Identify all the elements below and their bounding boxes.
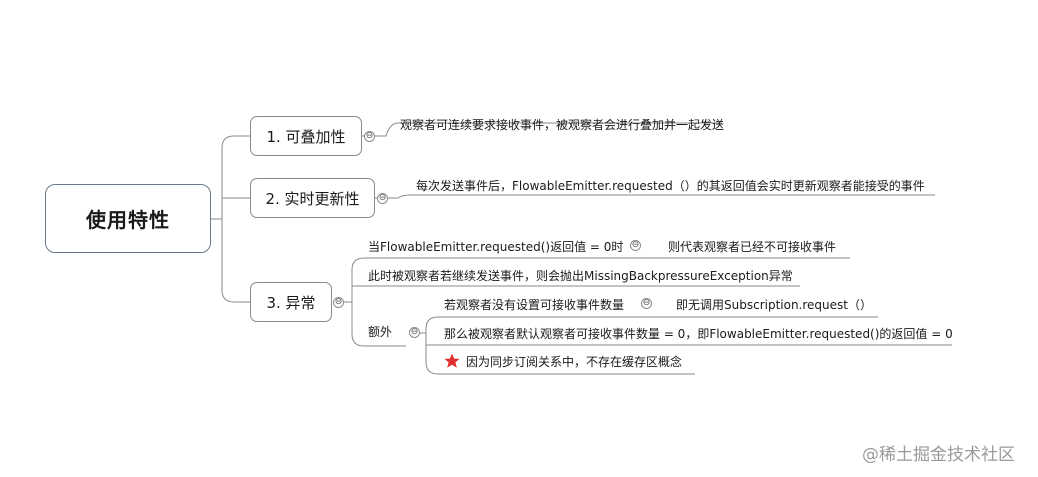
collapse-icon[interactable]: ⊖ bbox=[364, 131, 375, 142]
branch-node-additive[interactable]: 1. 可叠加性 bbox=[250, 116, 362, 156]
extra-no-buffer: 因为同步订阅关系中，不存在缓存区概念 bbox=[466, 355, 683, 369]
branch-node-exception[interactable]: 3. 异常 bbox=[250, 282, 332, 322]
extra-no-request-note: 即无调用Subscription.request（） bbox=[676, 298, 872, 312]
star-icon bbox=[444, 353, 460, 368]
collapse-icon[interactable]: ⊖ bbox=[333, 297, 344, 308]
note-additive: 观察者可连续要求接收事件，被观察者会进行叠加并一起发送 bbox=[400, 118, 725, 132]
exception-condition: 当FlowableEmitter.requested()返回值 = 0时 bbox=[368, 240, 624, 254]
exception-consequence: 此时被观察者若继续发送事件，则会抛出MissingBackpressureExc… bbox=[368, 269, 793, 283]
collapse-icon[interactable]: ⊖ bbox=[409, 327, 420, 338]
extra-no-request: 若观察者没有设置可接收事件数量 bbox=[444, 298, 625, 312]
extra-label: 额外 bbox=[368, 325, 393, 339]
collapse-icon[interactable]: ⊖ bbox=[641, 298, 652, 309]
extra-default-zero: 那么被观察者默认观察者可接收事件数量 = 0，即FlowableEmitter.… bbox=[444, 327, 953, 341]
branch-node-realtime[interactable]: 2. 实时更新性 bbox=[250, 178, 375, 218]
root-node[interactable]: 使用特性 bbox=[45, 184, 211, 253]
exception-condition-note: 则代表观察者已经不可接收事件 bbox=[668, 240, 837, 254]
watermark: @稀土掘金技术社区 bbox=[862, 445, 1015, 465]
note-realtime: 每次发送事件后，FlowableEmitter.requested（）的其返回值… bbox=[416, 179, 925, 193]
collapse-icon[interactable]: ⊖ bbox=[377, 193, 388, 204]
collapse-icon[interactable]: ⊖ bbox=[630, 240, 641, 251]
